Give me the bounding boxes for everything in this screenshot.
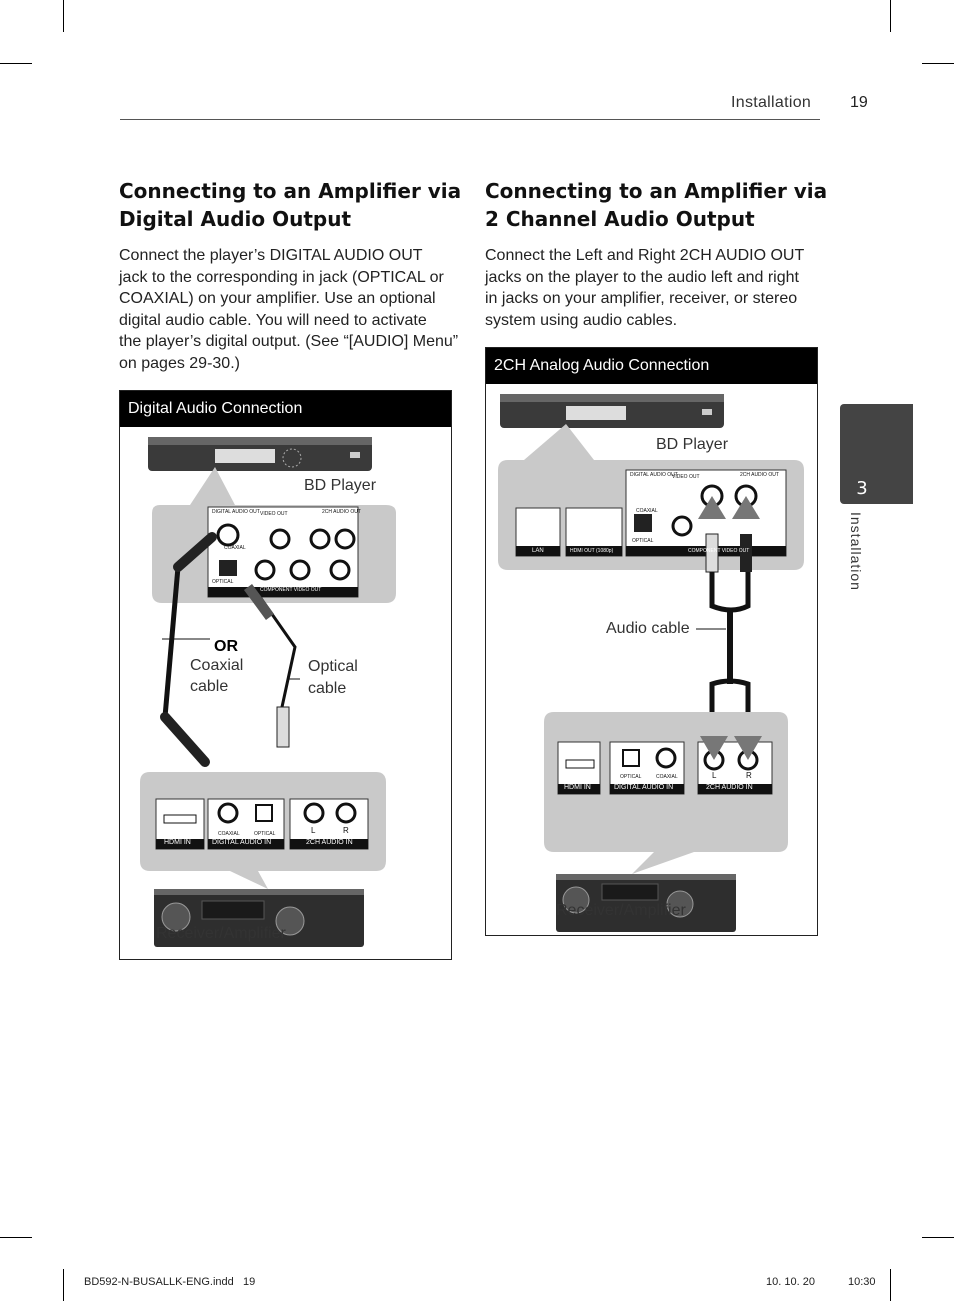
left-heading-line1: Connecting to an Amplifier via — [119, 179, 462, 203]
in-label-digital: DIGITAL AUDIO IN — [212, 839, 272, 846]
crop-mark — [0, 63, 32, 64]
right-body-line: in jacks on your amplifier, receiver, or… — [485, 290, 798, 307]
jack-label-coaxial: COAXIAL — [224, 545, 246, 551]
receiver-illustration — [556, 874, 736, 932]
jack-label-2ch-out: 2CH AUDIO OUT — [740, 472, 779, 478]
optical-cable-label-line1: Optical — [308, 658, 358, 675]
jack-label-component: COMPONENT VIDEO OUT — [260, 587, 322, 593]
jack-label-video-out: VIDEO OUT — [260, 511, 288, 517]
crop-mark — [63, 0, 64, 32]
jack-label-optical: OPTICAL — [632, 538, 654, 544]
digital-audio-figure: Digital Audio Connection — [119, 390, 452, 960]
crop-mark — [922, 1237, 954, 1238]
page-number: 19 — [850, 94, 868, 111]
crop-mark — [890, 0, 891, 32]
or-label: OR — [214, 636, 238, 658]
jack-label-component: COMPONENT VIDEO OUT — [688, 548, 750, 554]
digital-audio-diagram — [140, 437, 396, 947]
audio-cable-label: Audio cable — [606, 620, 690, 637]
in-label-r: R — [746, 771, 752, 780]
coaxial-cable-label-line1: Coaxial — [190, 657, 244, 674]
right-body-line: Connect the Left and Right 2CH AUDIO OUT — [485, 247, 805, 264]
in-label-coaxial: COAXIAL — [218, 831, 240, 837]
footer-time: 10:30 — [848, 1276, 876, 1288]
right-body-line: system using audio cables. — [485, 311, 678, 329]
right-body: Connect the Left and Right 2CH AUDIO OUT… — [485, 245, 804, 331]
bd-player-illustration — [500, 394, 724, 428]
jack-label-video-out: VIDEO OUT — [672, 474, 700, 480]
in-label-r: R — [343, 826, 349, 835]
crop-mark — [922, 63, 954, 64]
chapter-label: Installation — [848, 512, 864, 591]
in-label-l: L — [311, 826, 316, 835]
bd-player-illustration — [148, 437, 372, 471]
chapter-tab — [840, 404, 913, 504]
left-body-line: on pages 29-30.) — [119, 354, 240, 372]
in-label-hdmi: HDMI IN — [164, 839, 191, 846]
left-body: Connect the player’s DIGITAL AUDIO OUT j… — [119, 245, 458, 374]
jack-label-2ch-out: 2CH AUDIO OUT — [322, 509, 361, 515]
in-label-l: L — [712, 771, 717, 780]
analog-audio-figure: 2CH Analog Audio Connection — [485, 347, 818, 936]
in-label-digital: DIGITAL AUDIO IN — [614, 784, 674, 791]
coaxial-cable-label-line2: cable — [190, 678, 229, 695]
left-heading-line2: Digital Audio Output — [119, 207, 352, 231]
right-heading-line2: 2 Channel Audio Output — [485, 207, 755, 231]
receiver-label: Receiver/Amplifier — [156, 925, 286, 942]
running-header-section: Installation — [731, 94, 812, 111]
left-body-line: jack to the corresponding in jack (OPTIC… — [119, 268, 444, 286]
footer-date: 10. 10. 20 — [766, 1276, 815, 1288]
receiver-label: Receiver/Amplifier — [556, 902, 686, 919]
crop-mark — [63, 1269, 64, 1301]
receiver-illustration — [154, 889, 364, 947]
in-label-2ch: 2CH AUDIO IN — [706, 784, 753, 791]
crop-mark — [890, 1269, 891, 1301]
jack-label-lan: LAN — [532, 548, 544, 554]
in-label-coaxial: COAXIAL — [656, 774, 678, 780]
chapter-number: 3 — [856, 478, 868, 499]
jack-label-hdmi-out: HDMI OUT (1080p) — [570, 548, 614, 554]
in-label-optical: OPTICAL — [620, 774, 642, 780]
figure-title: 2CH Analog Audio Connection — [486, 348, 817, 384]
footer-filename: BD592-N-BUSALLK-ENG.indd 19 — [84, 1276, 256, 1288]
optical-cable-label-line2: cable — [308, 680, 347, 697]
right-heading-line1: Connecting to an Amplifier via — [485, 179, 828, 203]
jack-label-optical: OPTICAL — [212, 579, 234, 585]
in-label-optical: OPTICAL — [254, 831, 276, 837]
jack-label-digital-out: DIGITAL AUDIO OUT — [212, 509, 260, 515]
jack-label-coaxial: COAXIAL — [636, 508, 658, 514]
left-body-line: COAXIAL) on your amplifier. Use an optio… — [119, 290, 436, 307]
header-rule — [120, 119, 820, 120]
jack-label-digital-out: DIGITAL AUDIO OUT — [630, 472, 678, 478]
crop-mark — [0, 1237, 32, 1238]
left-body-line: Connect the player’s DIGITAL AUDIO OUT — [119, 247, 423, 264]
in-label-2ch: 2CH AUDIO IN — [306, 839, 353, 846]
right-body-line: jacks on the player to the audio left an… — [485, 268, 799, 286]
bd-player-label: BD Player — [656, 436, 729, 453]
figure-title: Digital Audio Connection — [120, 391, 451, 427]
left-body-line: the player’s digital output. (See “[AUDI… — [119, 333, 459, 350]
left-heading: Connecting to an Amplifier via Digital A… — [119, 177, 461, 233]
analog-audio-diagram — [498, 394, 804, 932]
in-label-hdmi: HDMI IN — [564, 784, 591, 791]
left-body-line: digital audio cable. You will need to ac… — [119, 311, 427, 329]
right-heading: Connecting to an Amplifier via 2 Channel… — [485, 177, 827, 233]
bd-player-label: BD Player — [304, 477, 377, 494]
